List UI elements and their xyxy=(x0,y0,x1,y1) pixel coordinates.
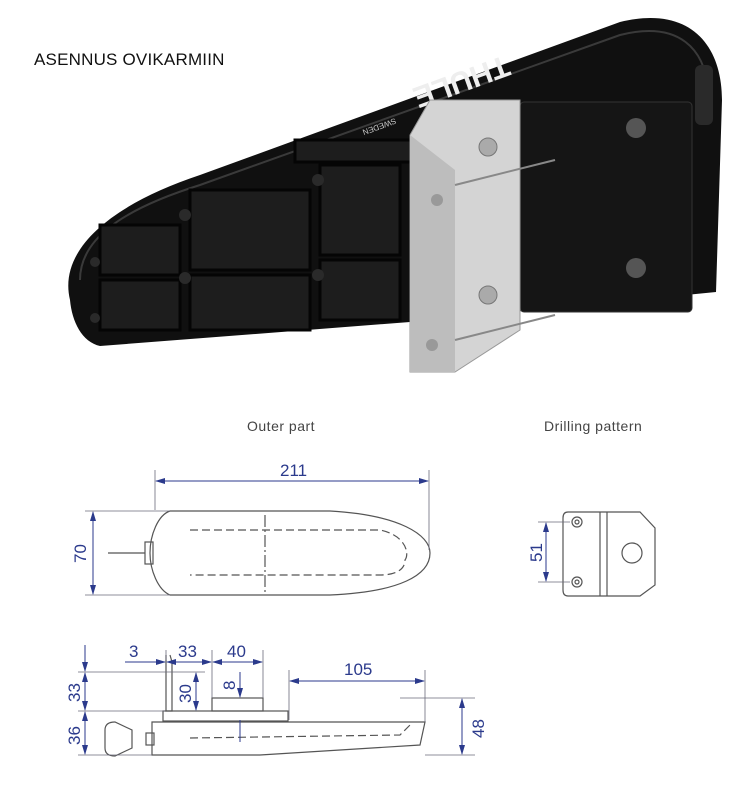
dim-3: 3 xyxy=(129,642,138,661)
dim-30: 30 xyxy=(176,684,195,703)
page-title: ASENNUS OVIKARMIIN xyxy=(34,50,225,69)
dim-width: 70 xyxy=(71,544,90,563)
dim-8: 8 xyxy=(220,681,239,690)
dim-36: 36 xyxy=(65,726,84,745)
dim-hole-spacing: 51 xyxy=(527,543,546,562)
mount-top-edge xyxy=(79,30,709,281)
waffle-ribs xyxy=(98,138,417,332)
top-view: 211 70 xyxy=(71,461,431,596)
dim-40: 40 xyxy=(227,642,246,661)
dim-length: 211 xyxy=(280,461,307,480)
dim-33-horizontal: 33 xyxy=(178,642,197,661)
dim-33-vertical: 33 xyxy=(65,683,84,702)
product-photo: THULE SWEDEN xyxy=(68,18,722,373)
caption-drilling-pattern: Drilling pattern xyxy=(544,418,643,434)
caption-outer-part: Outer part xyxy=(247,418,316,434)
drilling-pattern: 51 xyxy=(527,511,656,597)
dim-48: 48 xyxy=(469,719,488,738)
dim-105: 105 xyxy=(344,660,372,679)
side-view: 3 33 40 105 33 36 30 8 48 xyxy=(65,642,488,757)
